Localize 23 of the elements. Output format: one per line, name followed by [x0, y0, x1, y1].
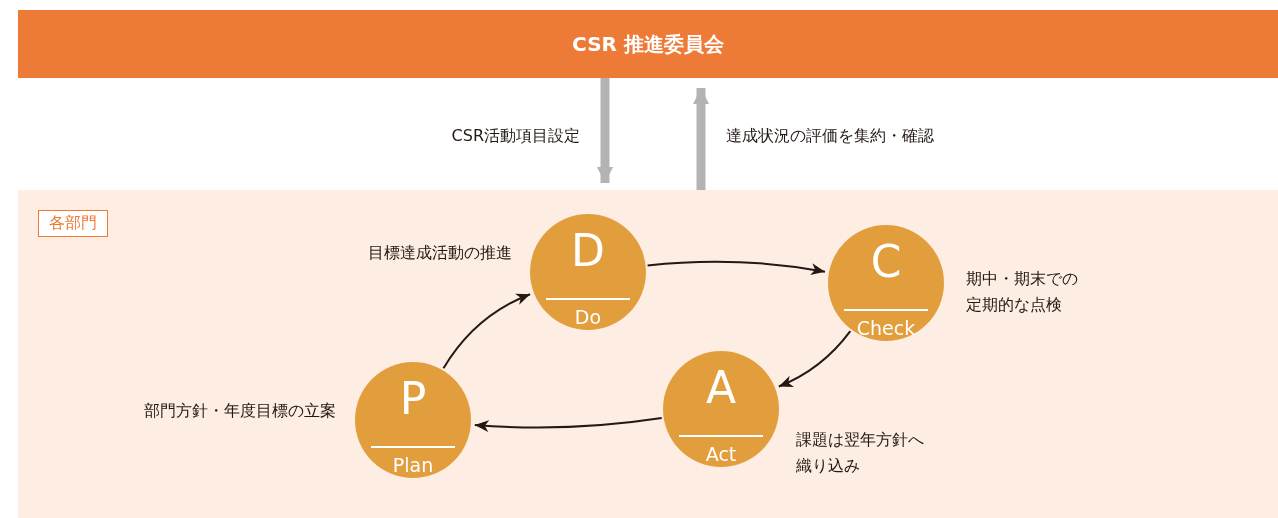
phase-name: Plan [391, 453, 435, 477]
arrow [597, 78, 613, 183]
arrow [473, 417, 663, 432]
department-tag: 各部門 [38, 210, 108, 237]
department-panel [18, 190, 1278, 518]
phase-letter: P [398, 374, 428, 424]
phase-letter: C [869, 237, 903, 287]
edge-label: CSR活動項目設定 [451, 126, 580, 147]
phase-description: 期中・期末での定期的な点検 [966, 268, 1079, 316]
phase-description: 部門方針・年度目標の立案 [143, 400, 336, 422]
arrow [693, 88, 709, 190]
phase-name: Check [855, 316, 917, 340]
arrow [646, 260, 826, 276]
arrow [777, 330, 852, 388]
edge-label: 達成状況の評価を集約・確認 [726, 126, 934, 147]
committee-bar: CSR 推進委員会 [18, 10, 1278, 78]
phase-letter: D [570, 226, 606, 276]
phase-description: 課題は翌年方針へ織り込み [796, 429, 925, 477]
phase-letter: A [704, 363, 738, 413]
phase-name: Act [704, 442, 738, 466]
phase-description: 目標達成活動の推進 [367, 242, 512, 264]
arrow [442, 293, 532, 370]
phase-name: Do [573, 305, 603, 329]
